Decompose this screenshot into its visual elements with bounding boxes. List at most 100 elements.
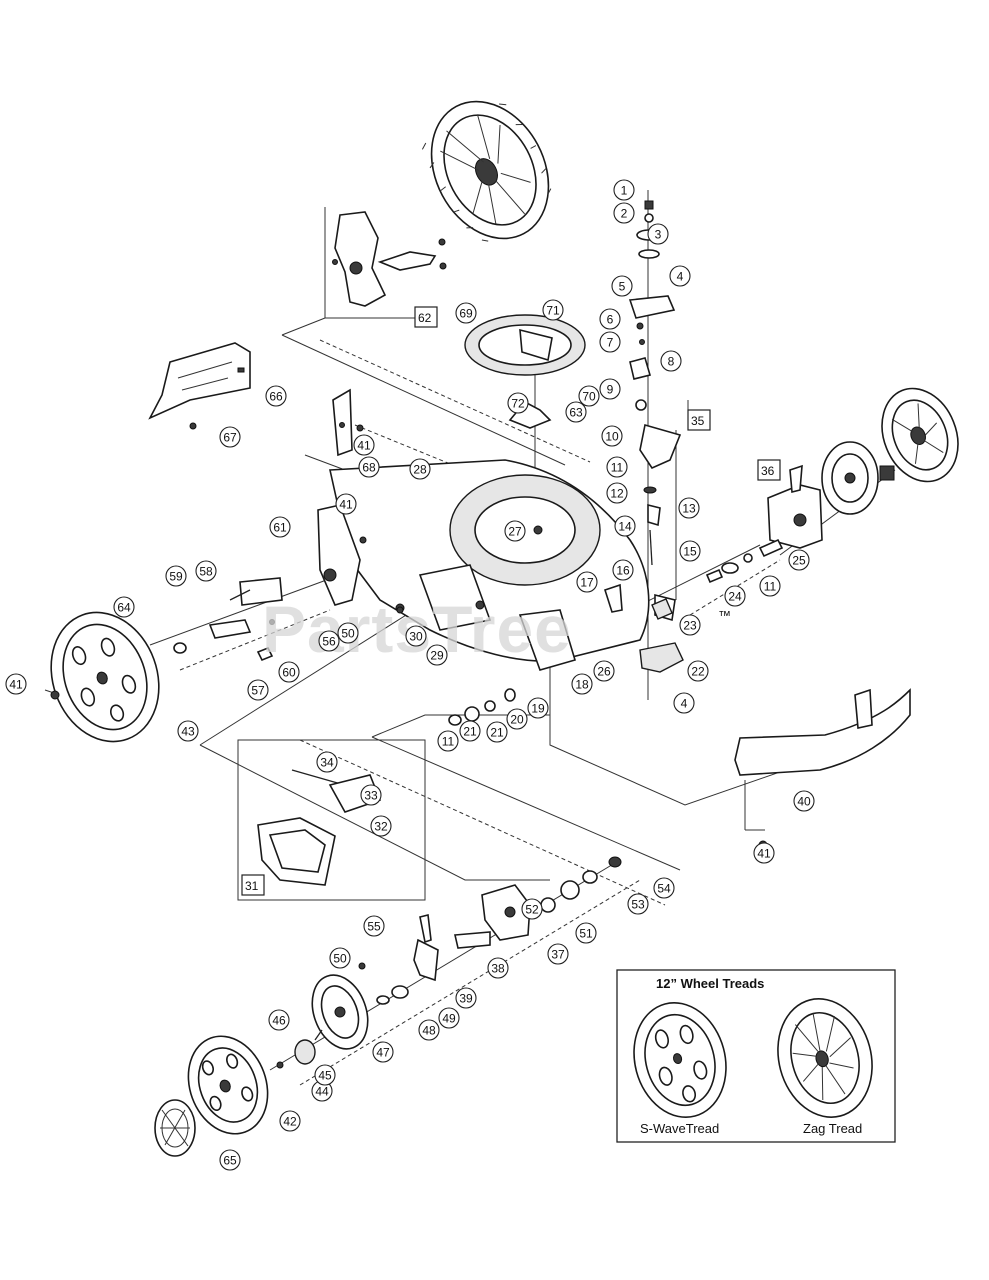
callout-58: 58 [195, 560, 217, 582]
callout-19: 19 [527, 697, 549, 719]
callout-number: 61 [273, 521, 287, 535]
callout-number: 60 [282, 666, 296, 680]
callout-41: 41 [5, 673, 27, 695]
callout-circle [268, 1009, 290, 1031]
inset-left-label: S-WaveTread [640, 1121, 719, 1136]
callout-number: 1 [621, 184, 628, 198]
callout-70: 70 [578, 385, 600, 407]
callout-circle [459, 720, 481, 742]
callout-27: 27 [504, 520, 526, 542]
callout-circle [219, 426, 241, 448]
callout-4: 4 [669, 265, 691, 287]
callout-circle [793, 790, 815, 812]
callout-number: 64 [117, 601, 131, 615]
callout-11: 11 [606, 456, 628, 478]
callout-number: 44 [315, 1085, 329, 1099]
callout-circle [565, 401, 587, 423]
callout-circle [647, 223, 669, 245]
callout-number: 66 [269, 390, 283, 404]
callout-17: 17 [576, 571, 598, 593]
callout-circle [613, 179, 635, 201]
callout-45: 45 [314, 1064, 336, 1086]
bracket-68 [332, 388, 364, 457]
callout-60: 60 [278, 661, 300, 683]
callout-number: 3 [655, 228, 662, 242]
callout-number: 58 [199, 565, 213, 579]
callout-layer: 1234567891011121314151617181920212223242… [5, 179, 815, 1171]
callout-21: 21 [486, 721, 508, 743]
callout-56: 56 [318, 630, 340, 652]
callout-circle [247, 679, 269, 701]
callout-number: 26 [597, 665, 611, 679]
callout-circle [195, 560, 217, 582]
callout-circle [601, 425, 623, 447]
callout-30: 30 [405, 625, 427, 647]
callout-number: 16 [616, 564, 630, 578]
callout-29: 29 [426, 644, 448, 666]
callout-54: 54 [653, 877, 675, 899]
callout-61: 61 [269, 516, 291, 538]
callout-number: 24 [728, 590, 742, 604]
callout-number: 11 [442, 735, 455, 749]
callout-9: 9 [599, 378, 621, 400]
boxed-label: 35 [687, 409, 711, 431]
callout-number: 41 [357, 439, 371, 453]
callout-number: 15 [683, 545, 697, 559]
callout-circle [606, 482, 628, 504]
callout-circle [487, 957, 509, 979]
callout-number: 21 [463, 725, 477, 739]
callout-circle [599, 378, 621, 400]
callout-50: 50 [329, 947, 351, 969]
callout-number: 70 [582, 390, 596, 404]
callout-circle [372, 1041, 394, 1063]
callout-number: 51 [579, 927, 593, 941]
callout-number: 56 [322, 635, 336, 649]
callout-18: 18 [571, 673, 593, 695]
callout-number: 21 [490, 726, 504, 740]
callout-circle [265, 385, 287, 407]
callout-circle [627, 893, 649, 915]
callout-circle [318, 630, 340, 652]
callout-number: 7 [607, 336, 614, 350]
callout-15: 15 [679, 540, 701, 562]
callout-28: 28 [409, 458, 431, 480]
callout-66: 66 [265, 385, 287, 407]
callout-4: 4 [673, 692, 695, 714]
callout-21: 21 [459, 720, 481, 742]
bracket-17 [603, 583, 623, 613]
callout-circle [759, 575, 781, 597]
callout-5: 5 [611, 275, 633, 297]
callout-number: 47 [376, 1046, 390, 1060]
axle-plate-58 [173, 577, 404, 662]
callout-circle [506, 708, 528, 730]
callout-number: 59 [169, 570, 183, 584]
callout-number: 55 [367, 920, 381, 934]
callout-circle [329, 947, 351, 969]
front-wheel-lower [187, 1035, 269, 1135]
callout-number: 25 [792, 554, 806, 568]
callout-number: 63 [569, 406, 583, 420]
drive-bracket-36 [767, 464, 823, 549]
callout-number: 6 [607, 313, 614, 327]
callout-circle [269, 516, 291, 538]
callout-number: 9 [607, 383, 614, 397]
callout-53: 53 [627, 893, 649, 915]
callout-3: 3 [647, 223, 669, 245]
callout-circle [576, 571, 598, 593]
callout-number: 69 [459, 307, 473, 321]
callout-number: 37 [551, 948, 565, 962]
washer-stack-lower [448, 688, 516, 726]
callout-number: 40 [797, 795, 811, 809]
callout-circle [673, 692, 695, 714]
axle-parts-right [651, 538, 784, 620]
callout-48: 48 [418, 1019, 440, 1041]
callout-59: 59 [165, 565, 187, 587]
callout-number: 8 [668, 355, 675, 369]
lower-axle-assembly [358, 856, 622, 1005]
boxed-label-text: 62 [418, 311, 432, 325]
callout-38: 38 [487, 957, 509, 979]
callout-circle [358, 456, 380, 478]
callout-number: 5 [619, 280, 626, 294]
callout-circle [613, 202, 635, 224]
inset-right-label: Zag Tread [803, 1121, 862, 1136]
